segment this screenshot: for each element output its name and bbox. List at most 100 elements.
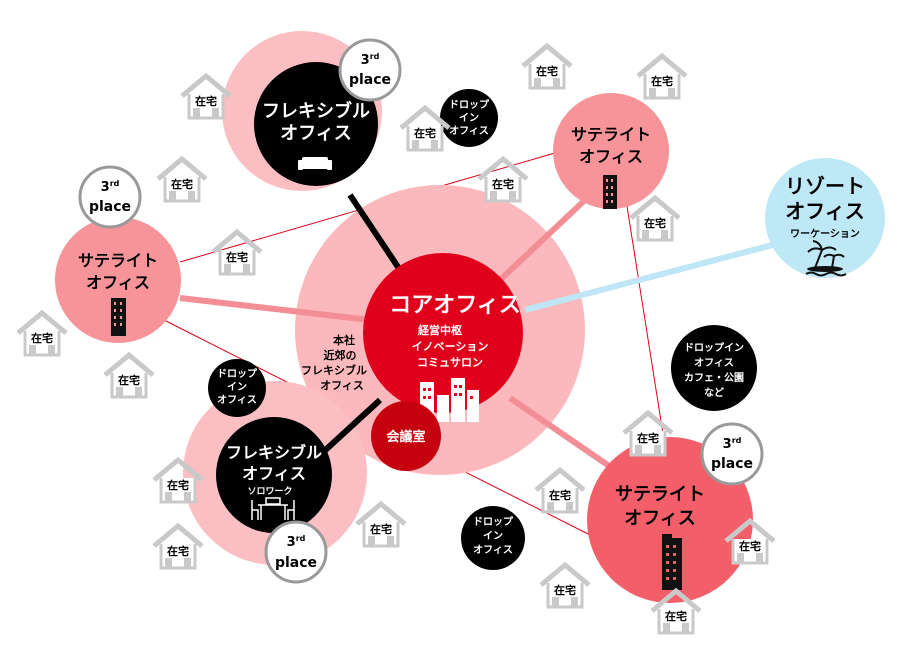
tower-icon xyxy=(111,298,126,336)
core-sub3: コミュサロン xyxy=(417,356,483,369)
home-label: 在宅 xyxy=(665,609,687,623)
hq-line1: 本社 xyxy=(333,333,355,347)
home-label: 在宅 xyxy=(167,478,189,492)
core-office: コアオフィス 経営中枢 イノベーション コミュサロン xyxy=(363,253,523,422)
desk-chairs-icon xyxy=(251,497,295,520)
flexible-top-line2: オフィス xyxy=(280,123,352,144)
home-icon: 在宅 xyxy=(16,309,68,357)
home-icon: 在宅 xyxy=(521,42,573,90)
sat-left-line2: オフィス xyxy=(86,273,150,292)
thick-connectors xyxy=(179,193,781,473)
core-sub2: イノベーション xyxy=(412,340,489,353)
meeting-room: 会議室 xyxy=(371,401,441,471)
home-icon: 在宅 xyxy=(477,155,529,203)
third-place-num: 3 xyxy=(361,53,370,68)
third-place-word: place xyxy=(89,199,131,215)
svg-text:3rd: 3rd xyxy=(361,52,380,68)
dropin-line3: オフィス xyxy=(449,125,489,137)
sat-bottom-line1: サテライト xyxy=(615,484,705,505)
flex-bottom-line1: フレキシブル xyxy=(226,443,322,462)
home-icon: 在宅 xyxy=(622,409,674,457)
third-place-word: place xyxy=(349,72,391,88)
home-label: 在宅 xyxy=(370,522,392,536)
sat-top-line1: サテライト xyxy=(571,125,651,144)
home-label: 在宅 xyxy=(644,216,666,230)
home-label: 在宅 xyxy=(536,64,558,78)
home-icon: 在宅 xyxy=(180,72,232,120)
dropin-line3: オフィス xyxy=(217,394,257,406)
third-place-word: place xyxy=(275,555,317,571)
svg-text:3rd: 3rd xyxy=(723,436,742,452)
core-title: コアオフィス xyxy=(389,293,521,318)
home-icon: 在宅 xyxy=(355,500,407,548)
home-icon: 在宅 xyxy=(152,456,204,504)
third-place-right: 3rd place xyxy=(700,422,764,486)
third-place-num: 3 xyxy=(723,437,732,452)
connector-line xyxy=(625,199,665,441)
home-label: 在宅 xyxy=(226,250,248,264)
home-icon: 在宅 xyxy=(103,351,155,399)
dropin-line1: ドロップ xyxy=(217,367,258,380)
satellite-office-bottom: サテライト オフィス xyxy=(587,437,753,603)
home-label: 在宅 xyxy=(118,373,140,387)
home-label: 在宅 xyxy=(739,539,761,553)
resort-line1: リゾート xyxy=(785,174,865,198)
home-label: 在宅 xyxy=(554,583,576,597)
sat-bottom-line2: オフィス xyxy=(624,508,696,529)
connector-sat-top xyxy=(497,197,588,283)
flexible-top-line1: フレキシブル xyxy=(262,100,370,122)
home-icon: 在宅 xyxy=(156,155,208,203)
home-icon: 在宅 xyxy=(399,104,451,152)
hq-line2: 近郊の xyxy=(324,348,357,362)
third-place-num: 3 xyxy=(101,180,110,195)
home-icon: 在宅 xyxy=(629,194,681,242)
hq-nearby-label: 本社 近郊の フレキシブル オフィス xyxy=(301,333,367,392)
third-place-sup: rd xyxy=(370,52,380,61)
third-place-word: place xyxy=(711,456,753,472)
home-icons: 在宅在宅在宅在宅在宅在宅在宅在宅在宅在宅在宅在宅在宅在宅 xyxy=(16,42,688,609)
third-place-left: 3rd place xyxy=(78,165,142,229)
hq-line4: オフィス xyxy=(320,379,364,392)
drop-in-office-bottom: ドロップ イン オフィス xyxy=(461,506,525,570)
resort-line2: オフィス xyxy=(785,199,865,223)
home-icon: 在宅 xyxy=(211,228,263,276)
home-label: 在宅 xyxy=(492,177,514,191)
third-place-sup: rd xyxy=(110,179,120,188)
dropin-large-line1: ドロップイン xyxy=(684,341,744,354)
home-label: 在宅 xyxy=(31,331,53,345)
dropin-line2: イン xyxy=(227,381,247,393)
home-label: 在宅 xyxy=(637,431,659,445)
home-label: 在宅 xyxy=(167,544,189,558)
third-place-sup: rd xyxy=(296,534,306,543)
drop-in-office-top: ドロップ イン オフィス xyxy=(440,89,498,147)
tower-icon xyxy=(662,534,682,590)
dropin-line2: イン xyxy=(483,530,503,542)
dropin-large-line2: オフィス xyxy=(694,357,734,369)
office-buildings-icon xyxy=(420,378,479,422)
sat-left-line1: サテライト xyxy=(78,251,158,270)
dropin-line3: オフィス xyxy=(473,544,513,556)
dropin-large-line4: など xyxy=(704,386,724,399)
sat-top-line2: オフィス xyxy=(579,147,643,166)
drop-in-office-cafe: ドロップイン オフィス カフェ・公園 など xyxy=(671,325,757,411)
home-label: 在宅 xyxy=(549,488,571,502)
connector-sat-left xyxy=(179,295,371,323)
flex-bottom-line2: オフィス xyxy=(242,464,306,483)
connector-sat-bottom xyxy=(508,395,617,473)
dropin-large-line3: カフェ・公園 xyxy=(684,372,744,384)
resort-line3: ワーケーション xyxy=(790,228,860,240)
home-label: 在宅 xyxy=(171,177,193,191)
flex-bottom-line3: ソロワーク xyxy=(247,486,292,497)
home-icon: 在宅 xyxy=(724,517,776,565)
third-place-num: 3 xyxy=(287,535,296,550)
drop-in-office-left: ドロップ イン オフィス xyxy=(208,359,266,417)
third-place-top: 3rd place xyxy=(338,38,402,102)
home-label: 在宅 xyxy=(414,126,436,140)
home-icon: 在宅 xyxy=(636,52,688,100)
flexible-office-bottom: フレキシブル オフィス ソロワーク xyxy=(216,417,332,533)
meeting-room-label: 会議室 xyxy=(386,429,425,445)
sofa-icon xyxy=(298,157,332,170)
svg-text:3rd: 3rd xyxy=(101,179,120,195)
